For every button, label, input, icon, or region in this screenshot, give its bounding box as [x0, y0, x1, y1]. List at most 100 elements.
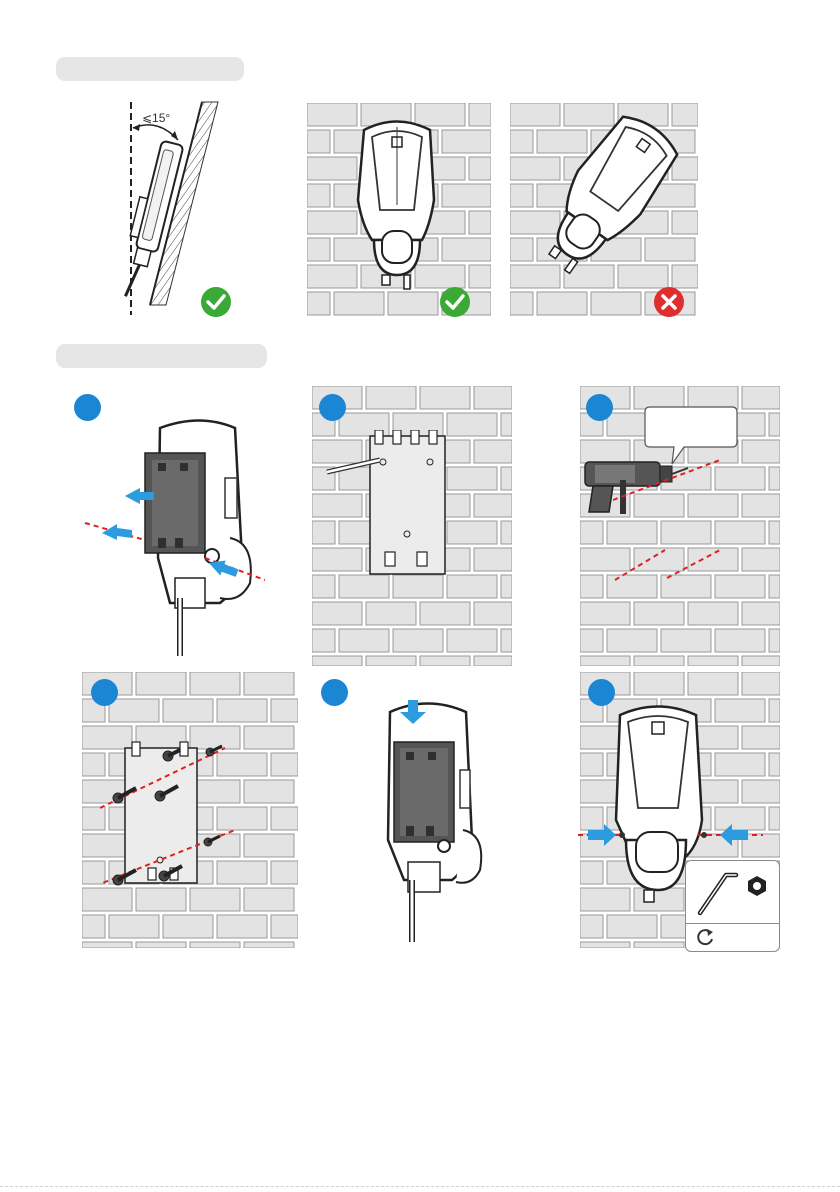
- brick: [474, 494, 512, 517]
- brick: [109, 915, 159, 938]
- tilt-angle-label: ⩽15°: [142, 111, 170, 125]
- brick: [307, 211, 357, 234]
- brick: [510, 130, 533, 153]
- brick: [307, 292, 330, 315]
- step-2-number: [319, 394, 346, 421]
- brick: [442, 184, 491, 207]
- brick: [307, 184, 330, 207]
- brick: [163, 915, 213, 938]
- brick: [537, 292, 587, 315]
- brick: [469, 103, 491, 126]
- brick: [501, 467, 512, 490]
- step-3-drill-illustration: [575, 450, 745, 590]
- brick: [769, 575, 780, 598]
- brick: [607, 629, 657, 652]
- brick: [109, 699, 159, 722]
- brick: [388, 292, 438, 315]
- brick: [366, 602, 416, 625]
- brick: [501, 521, 512, 544]
- brick: [469, 265, 491, 288]
- brick: [742, 602, 780, 625]
- brick: [580, 942, 630, 948]
- brick: [442, 130, 491, 153]
- brick: [442, 238, 491, 261]
- brick: [510, 184, 533, 207]
- brick: [688, 602, 738, 625]
- brick: [244, 672, 294, 695]
- check-icon: [439, 286, 471, 323]
- step-1-remove-bracket-illustration: [80, 408, 280, 658]
- brick: [244, 726, 294, 749]
- brick: [271, 861, 298, 884]
- brick: [244, 834, 294, 857]
- brick: [688, 672, 738, 695]
- brick: [312, 629, 335, 652]
- brick: [661, 629, 711, 652]
- brick: [312, 656, 362, 666]
- brick: [244, 888, 294, 911]
- brick: [469, 211, 491, 234]
- brick: [591, 292, 641, 315]
- brick: [190, 672, 240, 695]
- brick: [742, 672, 780, 695]
- brick: [474, 440, 512, 463]
- brick: [742, 548, 780, 571]
- brick: [474, 386, 512, 409]
- brick: [580, 656, 630, 666]
- brick: [334, 292, 384, 315]
- brick: [634, 602, 684, 625]
- brick: [271, 699, 298, 722]
- brick: [420, 656, 470, 666]
- rotate-clockwise-icon: [694, 927, 716, 952]
- brick: [82, 915, 105, 938]
- brick: [136, 672, 186, 695]
- brick: [580, 629, 603, 652]
- brick: [244, 942, 294, 948]
- brick: [634, 656, 684, 666]
- brick: [190, 942, 240, 948]
- brick: [307, 157, 357, 180]
- brick: [769, 521, 780, 544]
- brick: [501, 413, 512, 436]
- check-icon: [200, 286, 232, 323]
- brick: [271, 753, 298, 776]
- brick: [366, 386, 416, 409]
- brick: [715, 629, 765, 652]
- brick: [634, 672, 684, 695]
- brick: [742, 494, 780, 517]
- brick: [447, 629, 497, 652]
- brick: [742, 386, 780, 409]
- brick: [474, 602, 512, 625]
- step-4-number: [91, 679, 118, 706]
- brick: [82, 888, 132, 911]
- brick: [420, 602, 470, 625]
- step-3-number: [586, 394, 613, 421]
- brick: [742, 656, 780, 666]
- brick: [474, 656, 512, 666]
- brick: [82, 942, 132, 948]
- brick: [742, 440, 780, 463]
- brick: [501, 629, 512, 652]
- brick: [580, 602, 630, 625]
- brick: [393, 629, 443, 652]
- brick: [769, 629, 780, 652]
- brick: [190, 888, 240, 911]
- brick: [339, 629, 389, 652]
- brick: [312, 602, 362, 625]
- step-4-fix-bracket-illustration: [100, 738, 240, 888]
- brick: [769, 413, 780, 436]
- brick: [501, 575, 512, 598]
- brick: [217, 699, 267, 722]
- brick: [769, 699, 780, 722]
- brick: [474, 548, 512, 571]
- brick: [510, 238, 533, 261]
- brick: [217, 915, 267, 938]
- cross-icon: [653, 286, 685, 323]
- brick: [136, 888, 186, 911]
- brick: [769, 753, 780, 776]
- tool-box: [685, 860, 780, 952]
- step-5-number: [321, 679, 348, 706]
- page-bottom-rule: [0, 1186, 840, 1187]
- brick: [420, 386, 470, 409]
- upright-charger: [352, 115, 442, 290]
